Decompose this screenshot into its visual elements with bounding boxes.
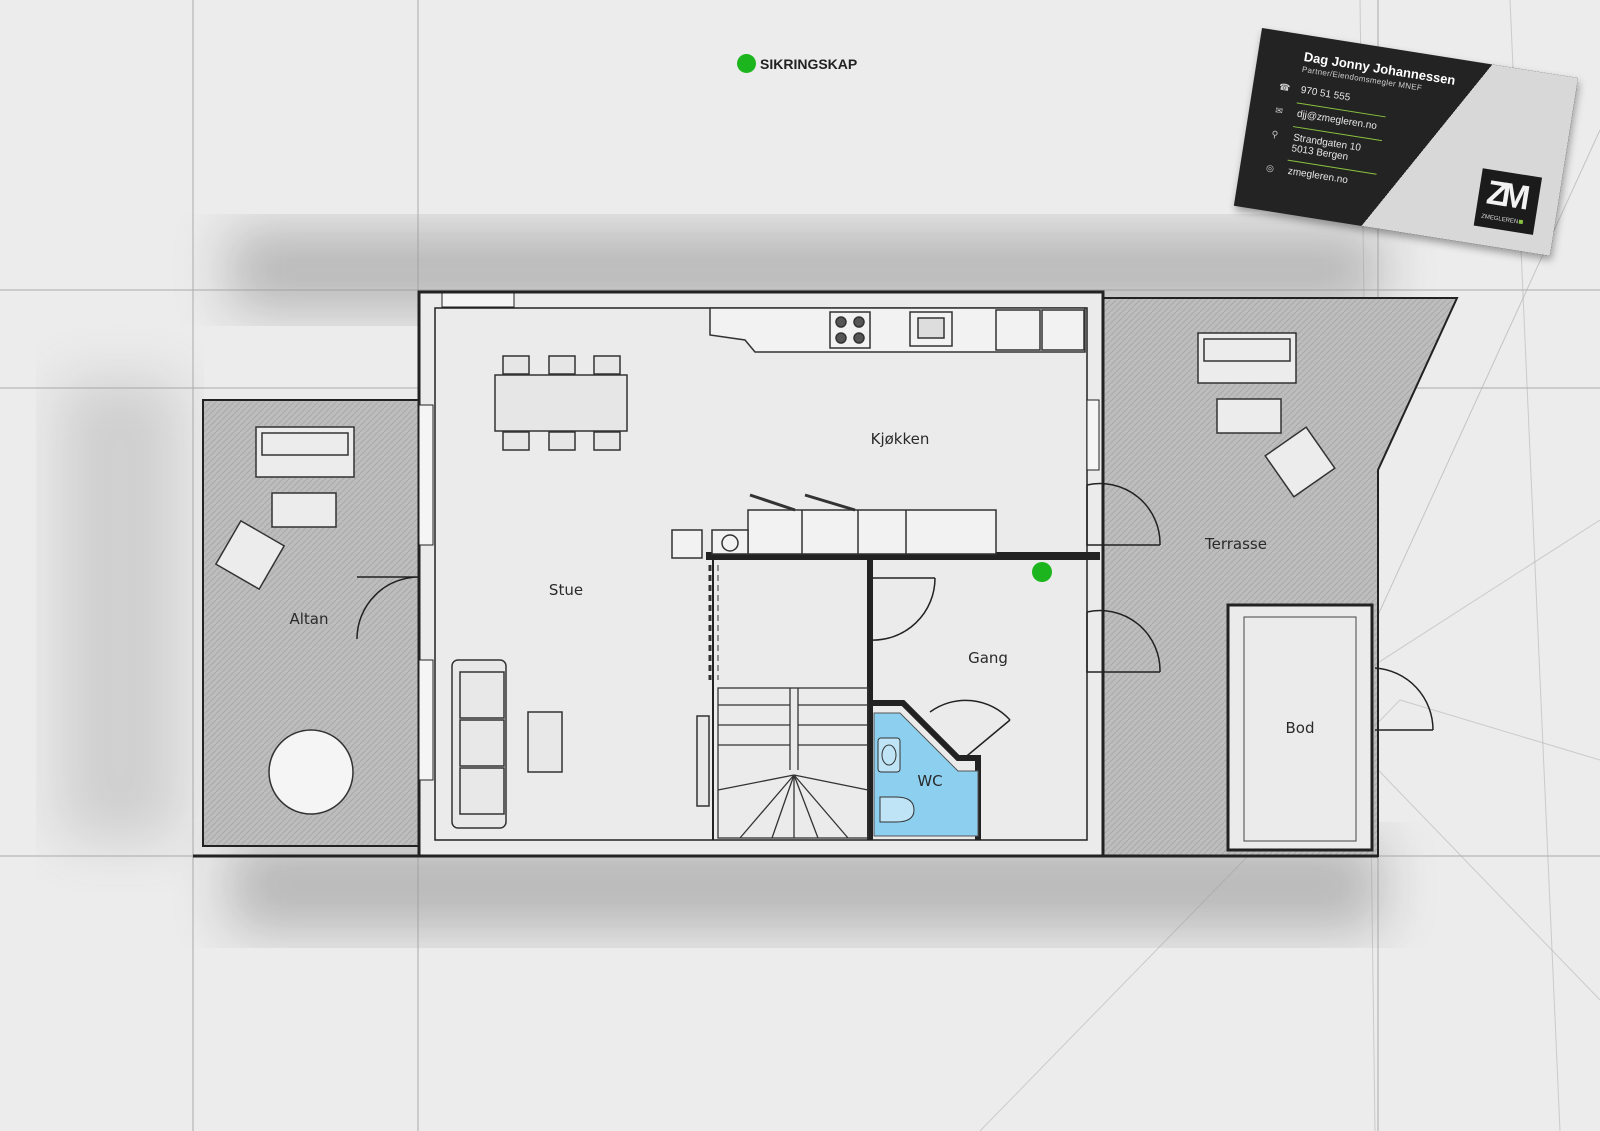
- location-pin-icon: ⚲: [1270, 128, 1279, 140]
- kitchen-counter: [709, 307, 1086, 353]
- staircase: [708, 565, 869, 839]
- room-label-kjokken: Kjøkken: [870, 430, 930, 448]
- room-label-altan: Altan: [289, 610, 329, 628]
- room-label-stue: Stue: [548, 581, 584, 599]
- legend: SIKRINGSKAP: [737, 54, 857, 73]
- room-label-bod: Bod: [1285, 719, 1315, 737]
- globe-icon: ◎: [1265, 162, 1275, 174]
- wc-fixtures: [877, 737, 915, 823]
- altan-furniture: [214, 426, 355, 815]
- sikringskap-marker: [1032, 562, 1052, 582]
- room-label-wc: WC: [917, 772, 943, 790]
- mail-icon: ✉: [1274, 105, 1284, 117]
- dining-table: [494, 355, 628, 451]
- kitchen-island: [671, 493, 997, 559]
- stue-furniture: [451, 659, 710, 829]
- brand-logo: ZM ZMEGLEREN: [1473, 168, 1543, 235]
- room-label-terrasse: Terrasse: [1205, 535, 1267, 553]
- terrasse-furniture: [1197, 332, 1336, 498]
- logo-mark: ZM: [1484, 173, 1527, 217]
- phone-icon: ☎: [1278, 81, 1291, 94]
- doors: [356, 482, 1434, 761]
- legend-dot: [737, 54, 756, 73]
- bod-room: [1226, 603, 1374, 852]
- room-label-gang: Gang: [968, 649, 1008, 667]
- legend-label: SIKRINGSKAP: [760, 55, 858, 72]
